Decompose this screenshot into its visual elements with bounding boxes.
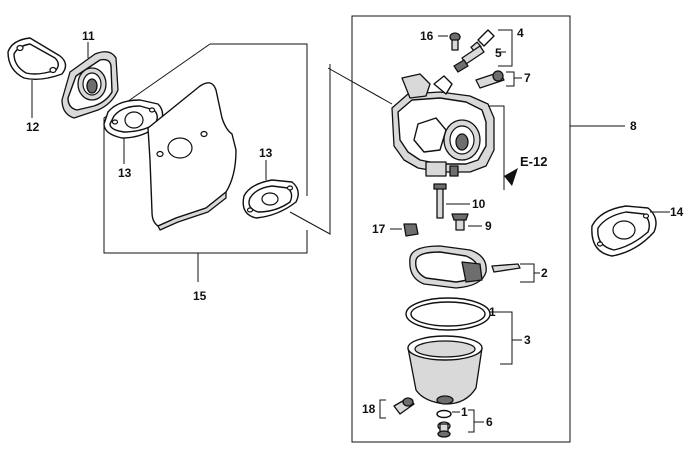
callout-7: 7: [524, 71, 531, 85]
carburetor-assembly-frame: [351, 15, 625, 443]
callout-13-right: 13: [259, 146, 273, 160]
washer-bolt-set: [436, 409, 484, 438]
float-bowl-3: [407, 311, 522, 405]
nozzle-9: [451, 213, 482, 231]
callout-10: 10: [472, 197, 486, 211]
screw-16: [438, 32, 461, 51]
callout-1-bottom: 1: [461, 405, 468, 419]
screw-spring-7: [475, 70, 522, 89]
heat-shield-plate: [147, 82, 237, 231]
callout-13-left: 13: [118, 166, 132, 180]
callout-6: 6: [486, 415, 493, 429]
callout-18: 18: [362, 402, 376, 416]
carburetor-body: [391, 73, 495, 177]
jet-nut-17: [390, 223, 419, 237]
callout-12: 12: [26, 120, 40, 134]
callout-9: 9: [485, 219, 492, 233]
callout-14: 14: [670, 205, 684, 219]
float-assembly: [409, 245, 540, 289]
drain-screw-18: [379, 397, 415, 419]
assembly-link-line-top: [327, 67, 393, 105]
reference-e12: E-12: [520, 154, 547, 169]
pilot-screw-set: [453, 29, 513, 73]
insulator-11: [61, 42, 119, 119]
callout-11: 11: [82, 29, 95, 43]
callout-2: 2: [541, 266, 548, 280]
callout-3: 3: [524, 333, 531, 347]
assembly-link-line-bottom: [289, 64, 331, 235]
callout-16: 16: [420, 29, 434, 43]
gasket-14: [591, 205, 670, 257]
callout-17: 17: [372, 222, 386, 236]
callout-15: 15: [193, 289, 207, 303]
callout-1-top: 1: [489, 305, 496, 319]
callout-8: 8: [630, 119, 637, 133]
gasket-13-right: [242, 160, 299, 219]
o-ring-1-top: [405, 297, 502, 331]
gasket-12: [7, 37, 67, 118]
insulator-group-frame: [103, 43, 308, 282]
callout-5: 5: [495, 46, 502, 60]
e12-reference-arrow: [488, 105, 518, 190]
callout-4: 4: [517, 26, 524, 40]
main-jet-10: [433, 183, 470, 219]
